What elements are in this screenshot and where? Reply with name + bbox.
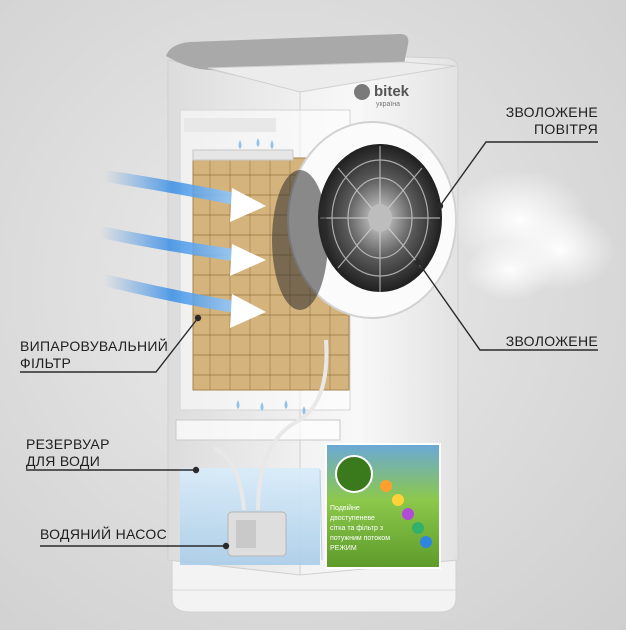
sticker-text: Подвійне двоступеневе сітка та фільтр з … (330, 504, 390, 552)
label-water-pump: ВОДЯНИЙ НАСОС (40, 526, 168, 542)
label-water-tank: РЕЗЕРВУАР ДЛЯ ВОДИ (26, 436, 110, 469)
info-sticker (325, 443, 441, 569)
label-humidified-air: ЗВОЛОЖЕНЕ ПОВІТРЯ (505, 104, 598, 137)
svg-text:РЕЖИМ: РЕЖИМ (330, 545, 357, 552)
fan-unit (272, 121, 457, 319)
label-evaporative-filter: ВИПАРОВУВАЛЬНИЙ ФІЛЬТР (20, 338, 169, 371)
water-tube (213, 339, 329, 511)
svg-text:bitek: bitek (374, 83, 410, 100)
svg-text:україна: україна (376, 101, 400, 108)
water-pump (227, 511, 287, 557)
leader-lines (20, 141, 598, 550)
water-drops (236, 138, 306, 415)
airflow-arrows (94, 170, 266, 328)
label-humidified: ЗВОЛОЖЕНЕ (505, 333, 598, 349)
svg-text:Подвійне: Подвійне (330, 504, 360, 512)
mist-cloud (450, 170, 615, 300)
svg-text:потужним потоком: потужним потоком (330, 535, 390, 542)
svg-text:двоступеневе: двоступеневе (330, 515, 375, 522)
svg-text:сітка та фільтр з: сітка та фільтр з (330, 524, 383, 532)
brand-logo: bitek україна (354, 83, 410, 108)
